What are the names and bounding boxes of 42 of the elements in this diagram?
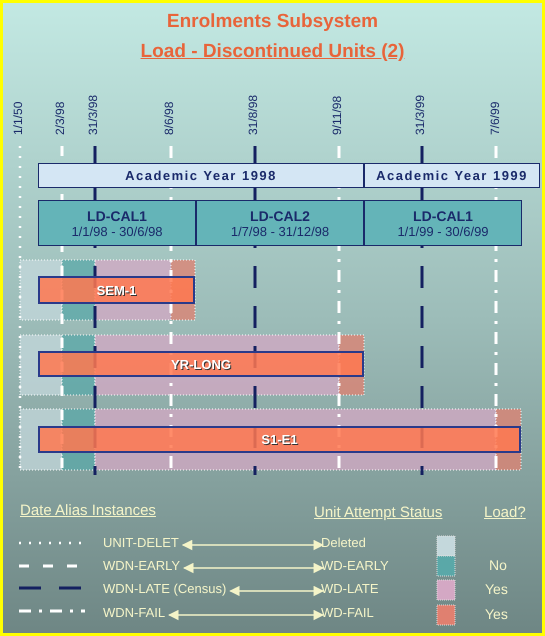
alias-name: UNIT-DELET [103,533,179,551]
date-range: 1/7/98 - 31/12/98 [230,224,330,238]
date-label: 9/11/98 [330,96,344,135]
title: Enrolments Subsystem [166,11,380,33]
date-label: 8/6/98 [162,102,176,135]
legend-heading: Load? [484,504,526,521]
subtitle: Load - Discontinued Units (2) [140,41,406,63]
unit-bar: S1-E1 [38,426,521,453]
load-value: Yes [485,606,508,622]
legend-heading: Unit Attempt Status [314,504,442,521]
calendar-box [364,200,522,246]
status-name: Deleted [321,533,366,551]
unit-bar: YR-LONG [38,351,364,377]
calendar-box [196,200,364,246]
date-label: 31/3/99 [413,94,427,135]
double-arrow [183,562,324,574]
load-value: No [489,557,507,573]
status-name: WD-EARLY [321,556,389,574]
unit-bar: SEM-1 [38,276,195,304]
date-label: 1/1/50 [11,102,25,135]
year-band: Academic Year 1998 [38,163,364,188]
date-label: 31/3/98 [86,94,100,135]
calendar-name: LD-CAL1 [413,208,473,224]
calendar-box [38,200,196,246]
alias-name: WDN-LATE (Census) [103,579,226,597]
date-range: 1/1/99 - 30/6/99 [397,224,489,238]
date-label: 7/6/99 [488,102,502,135]
legend-heading: Date Alias Instances [20,502,156,519]
double-arrow [229,586,324,596]
calendar-name: LD-CAL2 [250,208,310,224]
double-arrow [182,540,324,550]
status-name: WD-LATE [321,579,379,597]
year-band: Academic Year 1999 [364,163,540,188]
date-label: 2/3/98 [53,102,67,135]
load-value: Yes [485,581,508,597]
alias-name: WDN-EARLY [103,556,180,574]
date-label: 31/8/98 [246,94,260,135]
calendar-name: LD-CAL1 [87,208,147,224]
alias-name: WDN-FAIL [103,603,166,621]
date-range: 1/1/98 - 30/6/98 [71,224,163,238]
status-name: WD-FAIL [321,603,374,621]
double-arrow [168,610,324,620]
